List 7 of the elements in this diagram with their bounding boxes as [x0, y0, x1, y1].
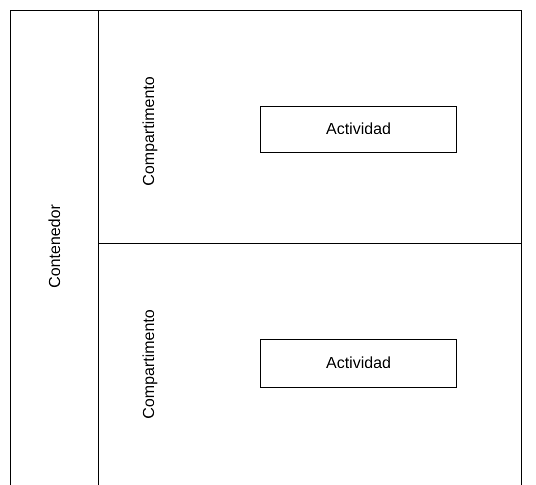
pool-box: [10, 10, 522, 485]
activity-box: Actividad: [260, 106, 457, 153]
swimlane: [98, 243, 522, 485]
lane-title: Compartimento: [141, 76, 159, 186]
activity-box: Actividad: [260, 339, 457, 388]
lane-title: Compartimento: [141, 309, 159, 419]
pool-title: Contenedor: [47, 204, 65, 288]
